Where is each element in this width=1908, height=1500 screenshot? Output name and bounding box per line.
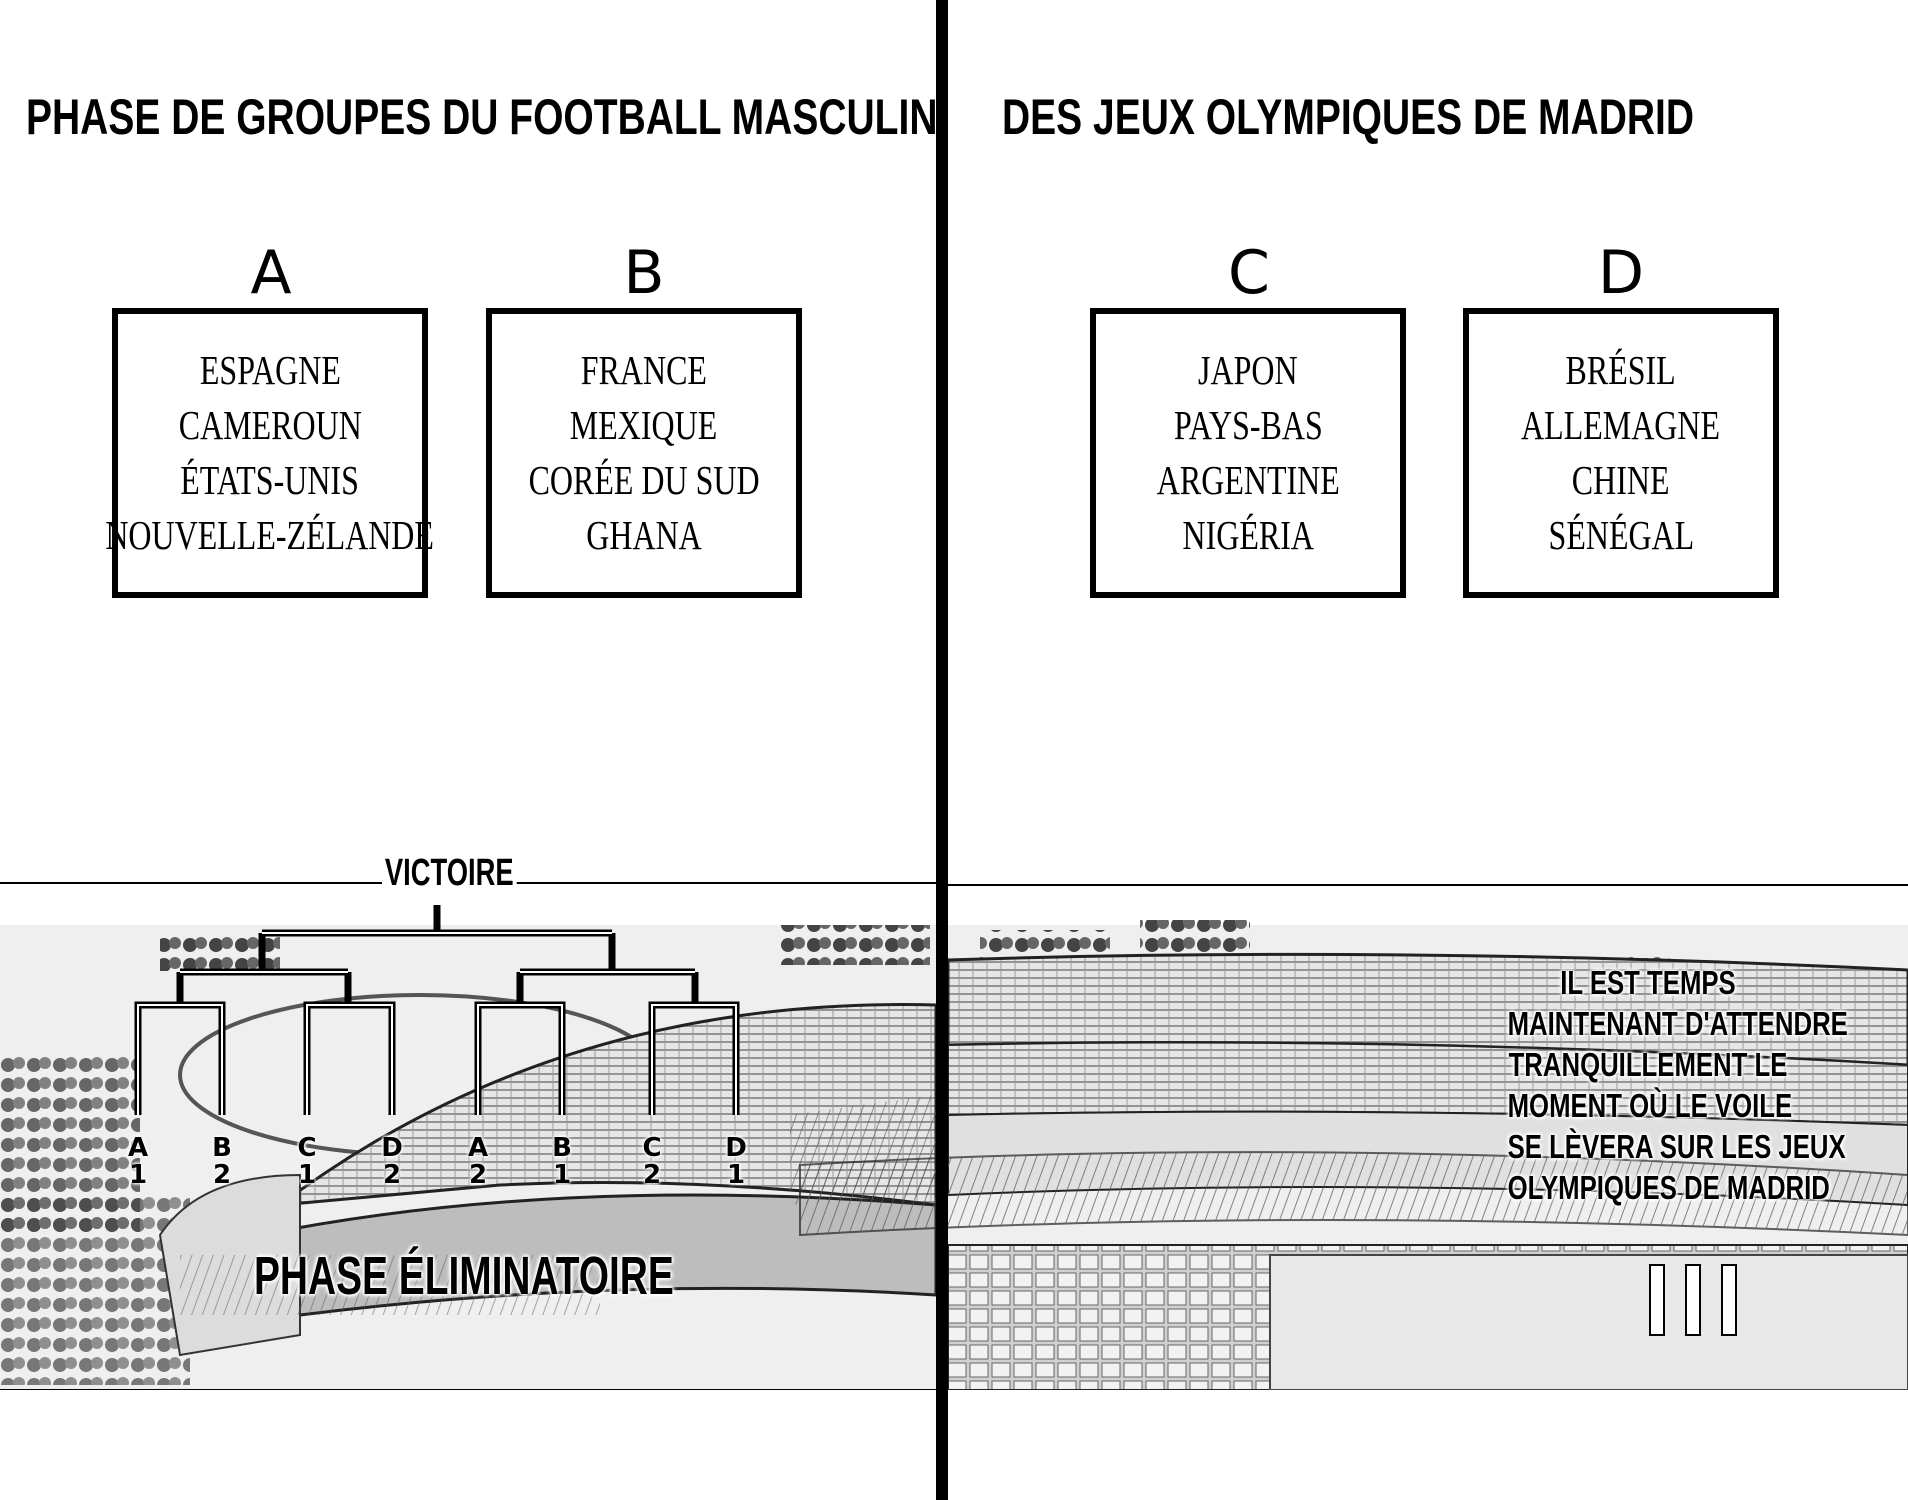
group-box-b: FRANCE MEXIQUE CORÉE DU SUD GHANA	[486, 308, 802, 598]
slot-group: D	[381, 1133, 403, 1163]
slot-group: D	[725, 1133, 747, 1163]
page-bottom-margin	[0, 1390, 1908, 1500]
slot-group: A	[127, 1133, 149, 1163]
stadium-illustration	[0, 875, 1908, 1390]
team-name: ARGENTINE	[1156, 457, 1340, 503]
narration-line: OLYMPIQUES DE MADRID	[1507, 1169, 1830, 1206]
team-name: FRANCE	[580, 347, 708, 393]
narration-line: MAINTENANT D'ATTENDRE	[1507, 1005, 1848, 1042]
slot-rank: 1	[297, 1160, 317, 1190]
team-name: CHINE	[1572, 457, 1670, 503]
group-box-d: BRÉSIL ALLEMAGNE CHINE SÉNÉGAL	[1463, 308, 1779, 598]
slot-group: B	[212, 1133, 232, 1163]
slot-rank: 2	[212, 1160, 232, 1190]
slot-group: A	[467, 1133, 489, 1163]
team-name: PAYS-BAS	[1173, 402, 1323, 448]
title-right: DES JEUX OLYMPIQUES DE MADRID	[1002, 89, 1695, 145]
narration-line: TRANQUILLEMENT LE	[1508, 1046, 1788, 1083]
team-name: GHANA	[586, 512, 702, 558]
slot-rank: 2	[642, 1160, 662, 1190]
team-name: JAPON	[1198, 347, 1298, 393]
slot-group: C	[642, 1133, 662, 1163]
group-letter-c: C	[1228, 238, 1270, 308]
narration-line: SE LÈVERA SUR LES JEUX	[1507, 1128, 1846, 1165]
title-left: PHASE DE GROUPES DU FOOTBALL MASCULIN	[26, 89, 938, 145]
team-name: BRÉSIL	[1565, 347, 1677, 393]
bracket-stage-label: PHASE ÉLIMINATOIRE	[254, 1246, 674, 1306]
team-name: ALLEMAGNE	[1521, 402, 1721, 448]
group-letter-d: D	[1597, 238, 1645, 308]
team-name: MEXIQUE	[570, 402, 718, 448]
slot-rank: 2	[468, 1160, 488, 1190]
slot-rank: 1	[128, 1160, 148, 1190]
slot-rank: 1	[552, 1160, 572, 1190]
group-letter-b: B	[623, 238, 665, 308]
team-name: ESPAGNE	[199, 347, 341, 393]
panel-divider	[936, 0, 948, 1500]
narration-line: MOMENT OÙ LE VOILE	[1507, 1087, 1793, 1124]
narration-box: IL EST TEMPS MAINTENANT D'ATTENDRE TRANQ…	[1468, 962, 1848, 1208]
bracket-victory-label: VICTOIRE	[382, 852, 517, 895]
team-name: NOUVELLE-ZÉLANDE	[105, 512, 435, 558]
group-box-a: ESPAGNE CAMEROUN ÉTATS-UNIS NOUVELLE-ZÉL…	[106, 308, 434, 598]
team-name: ÉTATS-UNIS	[180, 457, 360, 503]
team-name: SÉNÉGAL	[1548, 512, 1694, 558]
slot-group: B	[552, 1133, 572, 1163]
slot-rank: 1	[726, 1160, 746, 1190]
slot-group: C	[297, 1133, 317, 1163]
slot-rank: 2	[382, 1160, 402, 1190]
team-name: CAMEROUN	[178, 402, 362, 448]
group-box-c: JAPON PAYS-BAS ARGENTINE NIGÉRIA	[1090, 308, 1406, 598]
narration-line: IL EST TEMPS	[1560, 964, 1736, 1001]
team-name: CORÉE DU SUD	[528, 457, 760, 503]
team-name: NIGÉRIA	[1182, 512, 1314, 558]
group-letter-a: A	[250, 238, 292, 308]
